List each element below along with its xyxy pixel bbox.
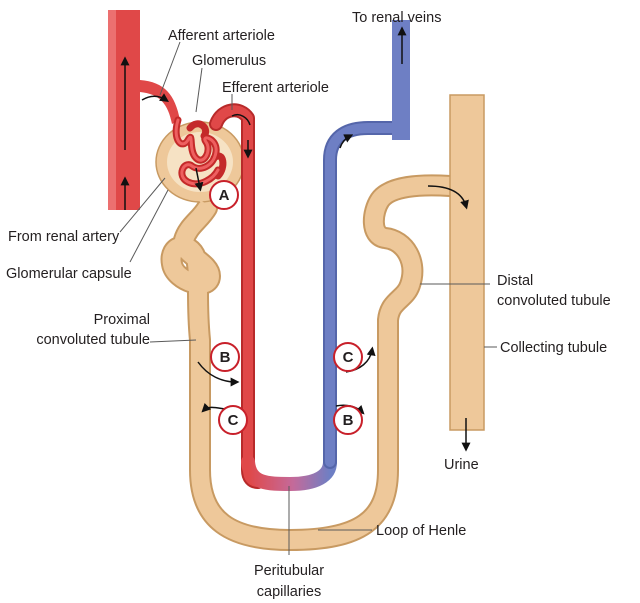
marker-c-left-letter: C	[228, 412, 239, 429]
glomerulus-highlight	[174, 118, 220, 186]
label-from-renal-artery: From renal artery	[8, 229, 120, 245]
leader-lines	[119, 41, 497, 555]
label-efferent-arteriole: Efferent arteriole	[222, 80, 329, 96]
collecting-tubule-shape	[449, 94, 485, 431]
marker-a: A	[209, 180, 239, 210]
label-glomerular-capsule: Glomerular capsule	[6, 266, 132, 282]
marker-c-left: C	[218, 405, 248, 435]
marker-b-right: B	[333, 405, 363, 435]
label-collecting-tubule: Collecting tubule	[500, 340, 607, 356]
marker-a-letter: A	[219, 187, 230, 204]
marker-b-left-letter: B	[220, 349, 231, 366]
peritubular-capillaries	[241, 365, 337, 492]
label-peritubular-line2: capillaries	[257, 584, 321, 600]
label-glomerulus: Glomerulus	[192, 53, 266, 69]
label-urine: Urine	[444, 457, 479, 473]
label-distal-line2: convoluted tubule	[497, 293, 611, 309]
flow-arrows	[120, 26, 471, 452]
tubule-fill	[162, 176, 459, 549]
label-peritubular-line1: Peritubular	[254, 563, 324, 579]
label-proximal-line1: Proximal	[94, 312, 150, 328]
label-to-renal-veins: To renal veins	[352, 10, 441, 26]
renal-vein	[323, 20, 410, 469]
label-loop-of-henle: Loop of Henle	[376, 523, 466, 539]
label-distal-line1: Distal	[497, 273, 533, 289]
label-afferent-arteriole: Afferent arteriole	[168, 28, 275, 44]
marker-c-right-letter: C	[343, 349, 354, 366]
label-proximal-line2: convoluted tubule	[36, 332, 150, 348]
marker-b-left: B	[210, 342, 240, 372]
marker-c-right: C	[333, 342, 363, 372]
marker-b-right-letter: B	[343, 412, 354, 429]
